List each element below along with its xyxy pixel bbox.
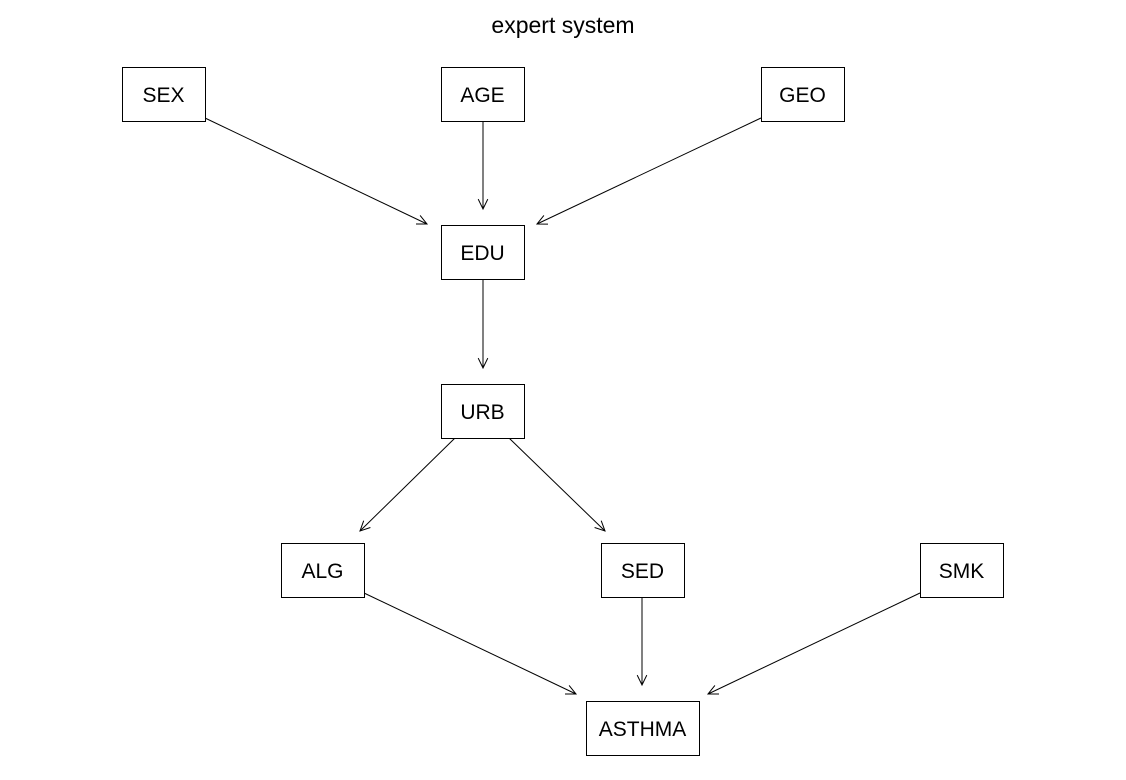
node-label: GEO [779,84,826,107]
arrowhead-icon [477,198,489,211]
edges-layer [204,117,921,695]
node-box [586,701,700,756]
node-box [441,384,525,439]
node-label: URB [460,401,504,424]
edge-sed-to-asthma [636,597,648,687]
node-box [122,67,206,122]
node-sed: SED [601,543,685,598]
node-box [441,67,525,122]
edge-urb-to-sed [508,437,606,532]
edge-line [536,117,762,225]
edge-line [359,437,456,532]
node-urb: URB [441,384,525,439]
arrowhead-icon [416,215,429,225]
node-box [601,543,685,598]
node-geo: GEO [761,67,845,122]
edge-line [707,592,921,695]
node-label: SED [621,560,664,583]
edge-smk-to-asthma [706,592,921,695]
nodes-layer: SEX AGE GEO EDU URB ALG SED SMK ASTHMA [122,67,1004,756]
edge-alg-to-asthma [363,592,578,695]
node-label: ASTHMA [599,718,687,741]
arrowhead-icon [535,215,549,225]
edge-line [204,117,428,225]
node-box [761,67,845,122]
node-label: EDU [460,242,504,265]
edge-line [363,592,577,695]
node-edu: EDU [441,225,525,280]
node-box [281,543,365,598]
diagram-title: expert system [491,12,635,38]
node-box [920,543,1004,598]
node-asthma: ASTHMA [586,701,700,756]
node-label: SMK [939,560,985,583]
edge-urb-to-alg [359,437,456,532]
edge-geo-to-edu [535,117,762,225]
arrowhead-icon [594,520,606,532]
arrowhead-icon [477,357,489,370]
node-label: AGE [460,84,504,107]
edge-sex-to-edu [204,117,429,225]
arrowhead-icon [359,520,371,532]
node-label: SEX [142,84,184,107]
node-sex: SEX [122,67,206,122]
node-alg: ALG [281,543,365,598]
arrowhead-icon [636,674,648,687]
edge-age-to-edu [477,121,489,211]
arrowhead-icon [706,685,719,695]
edge-edu-to-urb [477,279,489,370]
edge-line [508,437,606,532]
node-smk: SMK [920,543,1004,598]
node-box [441,225,525,280]
arrowhead-icon [565,685,578,695]
node-age: AGE [441,67,525,122]
node-label: ALG [301,560,343,583]
